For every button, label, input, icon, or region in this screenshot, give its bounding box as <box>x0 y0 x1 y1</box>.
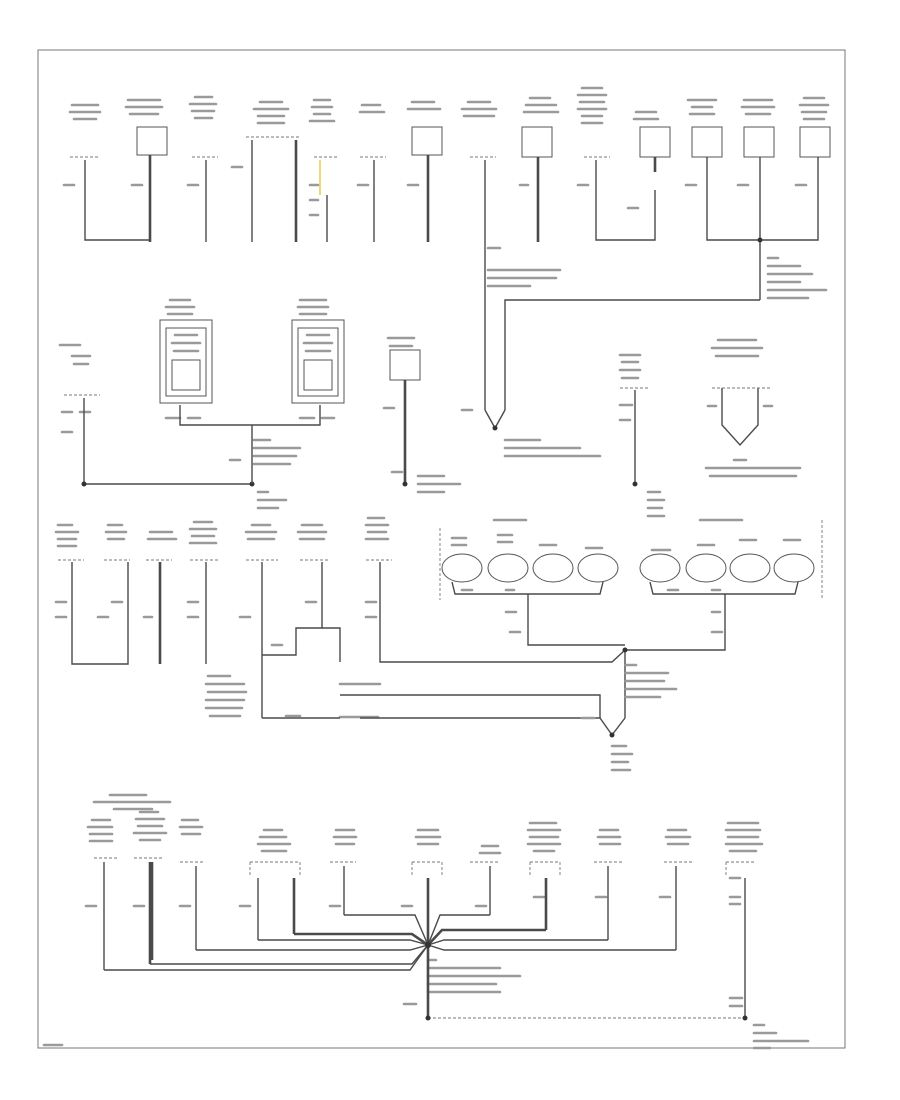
ground-node <box>103 862 748 1021</box>
diagram-border <box>37 49 846 1049</box>
row2-components <box>58 298 802 518</box>
row4-components <box>42 793 810 1050</box>
lamp-bulb-icon <box>441 553 815 583</box>
row1-components <box>62 86 831 410</box>
ground-g101 <box>460 408 602 458</box>
row3-components <box>54 516 823 772</box>
